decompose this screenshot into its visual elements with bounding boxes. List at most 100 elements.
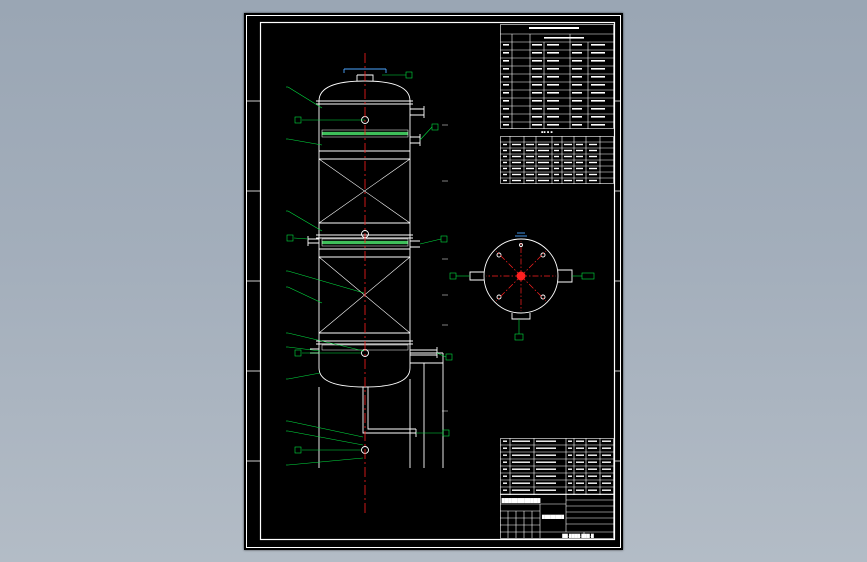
nozzle-cell-text — [512, 143, 521, 146]
spec-cell-text — [572, 116, 582, 118]
title-block — [500, 494, 614, 539]
spec-cell-text — [572, 60, 582, 62]
spec-cell-text — [572, 68, 582, 70]
parts-cell-text — [588, 482, 597, 484]
parts-cell-text — [512, 461, 530, 463]
spec-cell-text — [532, 124, 542, 126]
nozzle-cell-text — [538, 143, 549, 146]
part-balloon — [294, 116, 302, 124]
nozzle-table-title: ▪▪ ▪ ▪ — [541, 130, 553, 134]
parts-cell-text — [568, 482, 572, 484]
parts-cell-text — [536, 468, 556, 470]
parts-cell-text — [576, 489, 584, 491]
spec-cell-text — [547, 68, 559, 70]
parts-cell-text — [588, 447, 597, 449]
nozzle-cell-text — [554, 143, 559, 146]
spec-title-text — [529, 27, 579, 29]
leader-line — [287, 457, 364, 466]
nozzle-cell-text — [564, 179, 572, 182]
spec-cell-text — [503, 44, 509, 46]
packed-bed-lower — [318, 256, 411, 334]
part-balloon — [440, 235, 448, 243]
spec-cell-text — [503, 52, 509, 54]
spec-cell-text — [532, 84, 542, 86]
sheet-frame — [246, 15, 621, 548]
parts-cell-text — [503, 454, 507, 456]
parts-cell-text — [568, 468, 572, 470]
parts-cell-text — [602, 482, 611, 484]
parts-cell-text — [568, 475, 572, 477]
nozzle-cell-text — [526, 161, 534, 164]
spec-cell-text — [572, 124, 582, 126]
parts-cell-text — [512, 447, 530, 449]
spec-cell-text — [591, 108, 605, 110]
parts-cell-text — [512, 468, 530, 470]
leader-line — [287, 332, 365, 352]
nozzle-cell-text — [538, 155, 549, 158]
nozzle-cell-text — [554, 173, 559, 176]
nozzle-cell-text — [589, 179, 597, 182]
spec-cell-text — [503, 68, 509, 70]
parts-cell-text — [602, 461, 611, 463]
leader-line — [287, 420, 364, 438]
nozzle-cell-text — [554, 179, 559, 182]
leader-line — [287, 346, 321, 352]
packed-bed-upper — [318, 158, 411, 224]
parts-cell-text — [602, 475, 611, 477]
parts-cell-text — [576, 447, 584, 449]
spec-cell-text — [591, 44, 605, 46]
nozzle-right-4 — [410, 347, 438, 358]
nozzle-cell-text — [503, 155, 507, 158]
nozzle-right-top — [410, 106, 425, 118]
spec-cell-text — [532, 108, 542, 110]
spec-cell-text — [591, 60, 605, 62]
frame-zone-ticks — [246, 100, 621, 462]
leader-line — [287, 210, 323, 232]
parts-cell-text — [588, 454, 597, 456]
nozzle-cell-text — [503, 149, 507, 152]
nozzle-cell-text — [564, 155, 572, 158]
nozzle-cell-text — [538, 173, 549, 176]
spec-cell-text — [503, 76, 509, 78]
nozzle-cell-text — [564, 161, 572, 164]
parts-cell-text — [568, 447, 572, 449]
spec-cell-text — [532, 116, 542, 118]
parts-cell-text — [576, 440, 584, 442]
nozzle-cell-text — [503, 161, 507, 164]
spec-subtitle-text — [544, 37, 584, 39]
parts-cell-text — [503, 447, 507, 449]
nozzle-cell-text — [564, 143, 572, 146]
parts-cell-text — [512, 475, 530, 477]
parts-cell-text — [503, 468, 507, 470]
nozzle-cell-text — [538, 149, 549, 152]
drawing-sheet[interactable]: ▪▪ ▪ ▪ — [244, 13, 623, 550]
plan-balloon — [449, 272, 457, 280]
spec-cell-text — [572, 100, 582, 102]
parts-cell-text — [512, 482, 530, 484]
parts-cell-text — [602, 468, 611, 470]
spec-cell-text — [591, 84, 605, 86]
vessel-bottom-head — [318, 367, 411, 388]
title-block-text: ████████████ ████████ ██-████-███-█ — [501, 498, 594, 538]
parts-cell-text — [503, 461, 507, 463]
spec-cell-text — [572, 108, 582, 110]
spec-cell-text — [591, 68, 605, 70]
spec-cell-text — [503, 100, 509, 102]
nozzle-cell-text — [526, 173, 534, 176]
spec-cell-text — [572, 52, 582, 54]
title-block-line2: ████████ — [541, 514, 564, 519]
design-spec-text — [503, 27, 605, 126]
nozzle-cell-text — [526, 149, 534, 152]
leader-line — [287, 372, 321, 380]
nozzle-cell-text — [576, 173, 583, 176]
spec-cell-text — [532, 76, 542, 78]
parts-list-text — [503, 440, 611, 491]
parts-cell-text — [576, 461, 584, 463]
leader-line — [287, 138, 323, 146]
nozzle-table — [500, 136, 614, 184]
parts-cell-text — [568, 454, 572, 456]
nozzle-cell-text — [589, 173, 597, 176]
nozzle-cell-text — [589, 143, 597, 146]
leader-line — [419, 126, 433, 141]
